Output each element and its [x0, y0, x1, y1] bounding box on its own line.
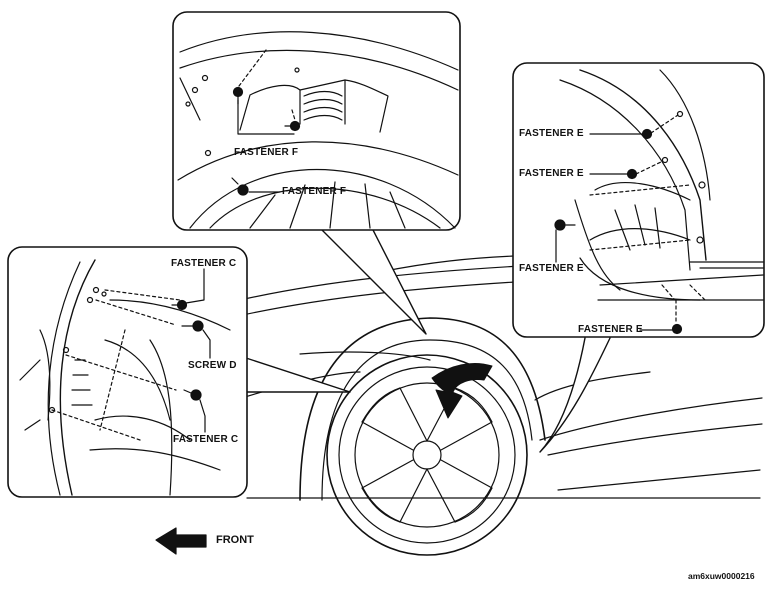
front-label: FRONT: [216, 534, 254, 546]
front-wheel: [326, 354, 528, 556]
fastener-e-label-1: FASTENER E: [519, 128, 584, 139]
right-inset-panel: [512, 62, 765, 338]
fastener-f-label-2: FASTENER F: [282, 186, 347, 197]
fastener-f-leader-1: [237, 99, 295, 135]
fastener-f-upper-icon: [232, 86, 244, 105]
top-callout-pointer: [319, 227, 427, 335]
screw-d-icon: [181, 320, 204, 332]
left-inset-panel: [7, 246, 248, 498]
top-inset-panel: [172, 11, 461, 231]
diagram-code: am6xuw0000216: [688, 571, 755, 581]
right-callout-pointer: [539, 337, 611, 453]
fastener-e-label-2: FASTENER E: [519, 168, 584, 179]
fastener-f-side-icon: [231, 177, 249, 196]
fastener-c-upper-icon: [171, 299, 188, 311]
fastener-e-label-4: FASTENER E: [578, 324, 643, 335]
removal-direction-arrow: [431, 363, 493, 419]
fastener-c-lower-icon: [183, 389, 202, 401]
fastener-e-icon-2: [626, 168, 638, 180]
front-direction-arrow: [155, 527, 207, 555]
fastener-e-icon-3: [554, 219, 576, 231]
screw-d-leader: [202, 329, 211, 359]
fastener-e-icon-1: [641, 128, 653, 140]
wheel-arch: [299, 317, 546, 501]
screw-d-label: SCREW D: [188, 360, 237, 371]
fastener-f-lower-icon: [284, 120, 301, 132]
fastener-c-leader-1: [185, 268, 205, 304]
fastener-c-label-2: FASTENER C: [173, 434, 239, 445]
fastener-f-label-1: FASTENER F: [234, 147, 299, 158]
fastener-e-label-3: FASTENER E: [519, 263, 584, 274]
fastener-e-icon-4: [671, 323, 683, 335]
fastener-c-leader-2: [199, 399, 206, 433]
left-callout-pointer: [245, 357, 351, 393]
fastener-c-label-1: FASTENER C: [171, 258, 237, 269]
